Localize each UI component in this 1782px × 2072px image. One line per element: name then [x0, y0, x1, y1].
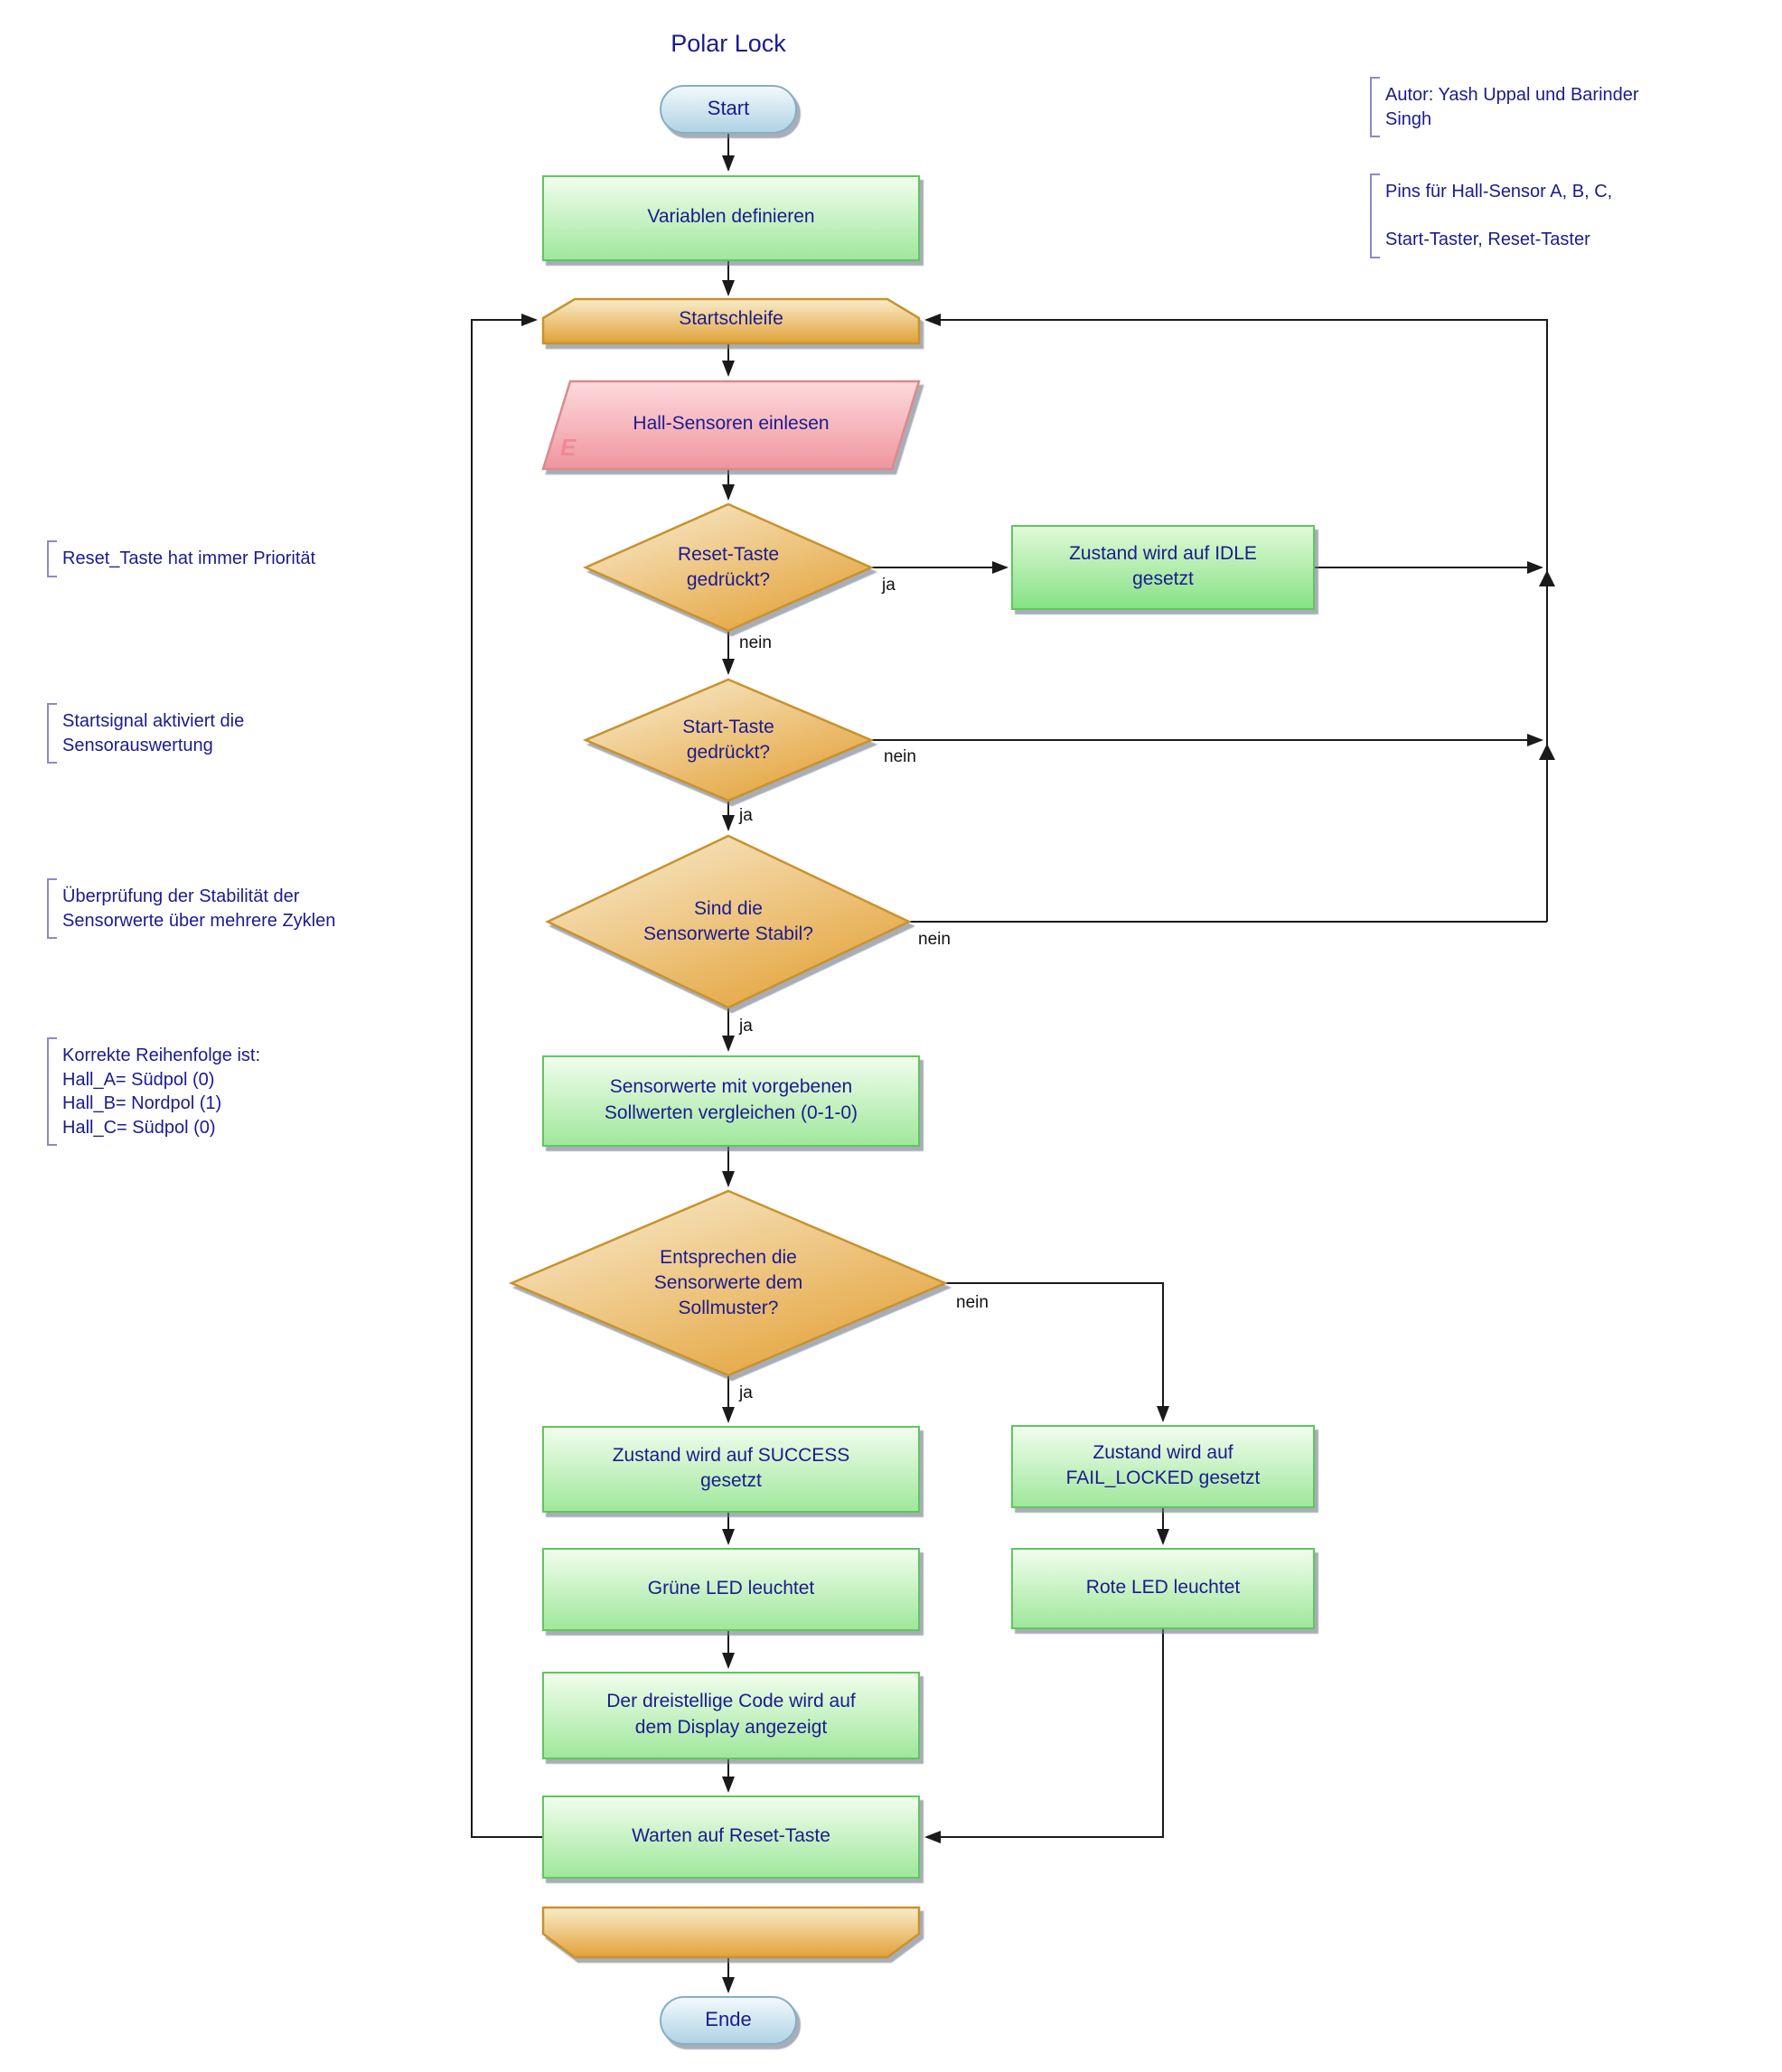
gruene-led-process-shape — [542, 1548, 920, 1631]
muster-decision-shape — [508, 1189, 949, 1377]
rote-led-process-shape — [1011, 1548, 1315, 1629]
ende-terminator-shape — [660, 1996, 797, 2045]
code-process-shape — [542, 1672, 920, 1759]
start-terminator-shape — [660, 85, 797, 134]
variablen-process-shape — [542, 175, 920, 261]
hall-input-parallelogram-shape — [541, 380, 921, 471]
start-taste-decision-shape — [582, 678, 875, 802]
reset-decision-shape — [582, 502, 875, 633]
warten-process-shape — [542, 1795, 920, 1879]
startschleife-loop-shape — [541, 297, 921, 345]
loop-end-shape — [541, 1906, 921, 1959]
connectors — [471, 133, 1555, 1993]
success-process-shape — [542, 1426, 920, 1513]
sollwert-process-shape — [542, 1055, 920, 1147]
idle-process-shape — [1011, 525, 1315, 610]
stabil-decision-shape — [545, 834, 912, 1009]
fail-process-shape — [1011, 1425, 1315, 1508]
